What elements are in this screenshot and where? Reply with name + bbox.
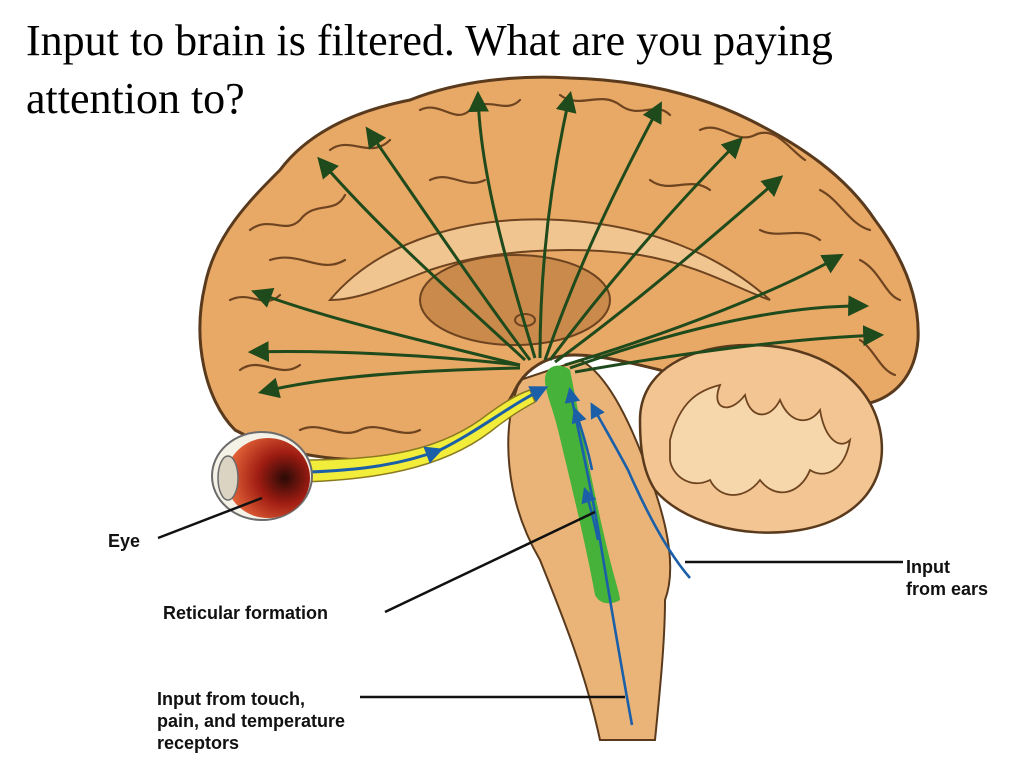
cortical-projection-arrows <box>247 90 885 399</box>
optic-nerve-arrows <box>309 386 549 474</box>
label-touch-line-2: pain, and temperature <box>157 711 346 731</box>
eye-illustration <box>211 431 313 521</box>
label-input-from-ears: Input from ears <box>906 556 988 600</box>
label-ears-line-2: from ears <box>906 579 989 599</box>
label-touch-line-3: receptors <box>157 733 240 753</box>
leader-lines <box>157 496 903 699</box>
arbor-vitae <box>669 383 852 496</box>
label-ears-line-1: Input <box>906 557 950 577</box>
corpus-callosum <box>327 218 771 302</box>
title-line-1: Input to brain is filtered. What are you… <box>26 16 833 65</box>
label-eye: Eye <box>108 531 141 551</box>
sensory-input-arrows <box>564 386 691 726</box>
label-reticular-formation: Reticular formation <box>163 603 329 623</box>
label-touch-line-1: Input from touch, <box>157 689 305 709</box>
slide-title: Input to brain is filtered. What are you… <box>26 12 1016 128</box>
thalamus <box>419 254 611 346</box>
title-line-2: attention to? <box>26 74 245 123</box>
label-input-from-touch: Input from touch, pain, and temperature … <box>157 688 427 754</box>
